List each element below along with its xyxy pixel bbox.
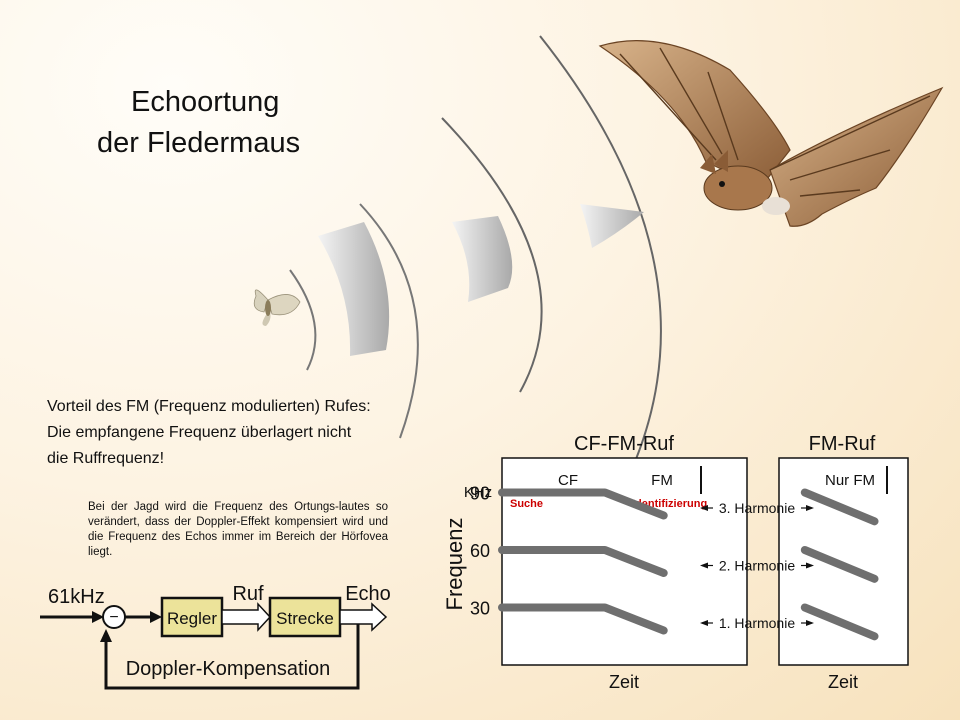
advantage-line-2: Die empfangene Frequenz überlagert nicht <box>47 424 352 441</box>
wave-arc-icon <box>359 203 419 439</box>
minus-sign: − <box>109 609 118 626</box>
series-cf-fm-ruf-2-harmonie <box>498 546 668 577</box>
harmonic-arrowhead-left-icon <box>700 505 708 511</box>
y-tick-90: 90 <box>470 484 490 504</box>
harmonic-arrowhead-right-icon <box>806 505 814 511</box>
ruf-label: Ruf <box>232 583 264 605</box>
series-cf-fm-ruf-3-harmonie <box>498 488 668 520</box>
feedback-label: Doppler-Kompensation <box>126 658 331 680</box>
echo-label: Echo <box>345 583 391 605</box>
section-label-nur-fm: Nur FM <box>825 472 875 489</box>
advantage-line-1: Vorteil des FM (Frequenz modulierten) Ru… <box>47 398 371 415</box>
phase-label-suche: Suche <box>510 498 543 510</box>
series-fm-ruf-1-harmonie <box>800 603 879 641</box>
wave-arc-icon <box>441 117 543 393</box>
strecke-block <box>268 596 342 638</box>
regler-label: Regler <box>167 609 217 628</box>
harmonic-arrowhead-right-icon <box>806 620 814 626</box>
advantage-line-3: die Ruffrequenz! <box>47 450 165 467</box>
harmonic-arrowhead-right-icon <box>806 562 814 569</box>
fm-panel-title: FM-Ruf <box>809 433 876 455</box>
wave-band-icon <box>318 222 390 356</box>
wave-band-icon <box>580 204 644 248</box>
section-label-cf: CF <box>558 472 578 489</box>
y-tick-30: 30 <box>470 599 490 619</box>
cf-fm-panel-title: CF-FM-Ruf <box>574 433 674 455</box>
series-fm-ruf-2-harmonie <box>800 546 879 583</box>
wave-band-icon <box>452 216 513 302</box>
moth-icon <box>253 289 301 326</box>
bat-icon <box>598 40 944 227</box>
y-axis-label: Frequenz <box>442 518 467 611</box>
input-frequency-label: 61kHz <box>48 586 105 608</box>
harmonic-arrowhead-left-icon <box>700 620 708 626</box>
feedback-path <box>104 624 360 690</box>
regler-block <box>160 596 224 638</box>
section-label-fm: FM <box>651 472 673 489</box>
fm-panel-frame <box>778 457 909 666</box>
title-line-2: der Fledermaus <box>97 127 301 159</box>
strecke-label: Strecke <box>276 609 334 628</box>
harmonic-label-1: 3. Harmonie <box>719 500 795 516</box>
y-unit-label: KHz <box>464 484 492 501</box>
series-fm-ruf-3-harmonie <box>800 488 879 526</box>
echo-arrow-icon <box>339 602 388 632</box>
wave-arc-icon <box>539 35 662 465</box>
harmonic-arrowhead-left-icon <box>700 562 708 569</box>
x-axis-label-cf-fm: Zeit <box>609 672 639 692</box>
wave-arc-icon <box>289 269 317 371</box>
y-tick-60: 60 <box>470 541 490 561</box>
x-axis-label-fm: Zeit <box>828 672 858 692</box>
title-line-1: Echoortung <box>131 86 280 118</box>
input-arrowhead-icon <box>92 611 104 623</box>
series-cf-fm-ruf-1-harmonie <box>498 603 668 635</box>
connector-arrowhead-icon <box>150 611 162 623</box>
harmonic-label-3: 1. Harmonie <box>719 615 795 631</box>
harmonic-label-2: 2. Harmonie <box>719 558 795 574</box>
feedback-arrowhead-icon <box>100 629 112 642</box>
ruf-arrow-icon <box>221 602 272 632</box>
hunt-note: Bei der Jagd wird die Frequenz des Ortun… <box>88 501 388 558</box>
